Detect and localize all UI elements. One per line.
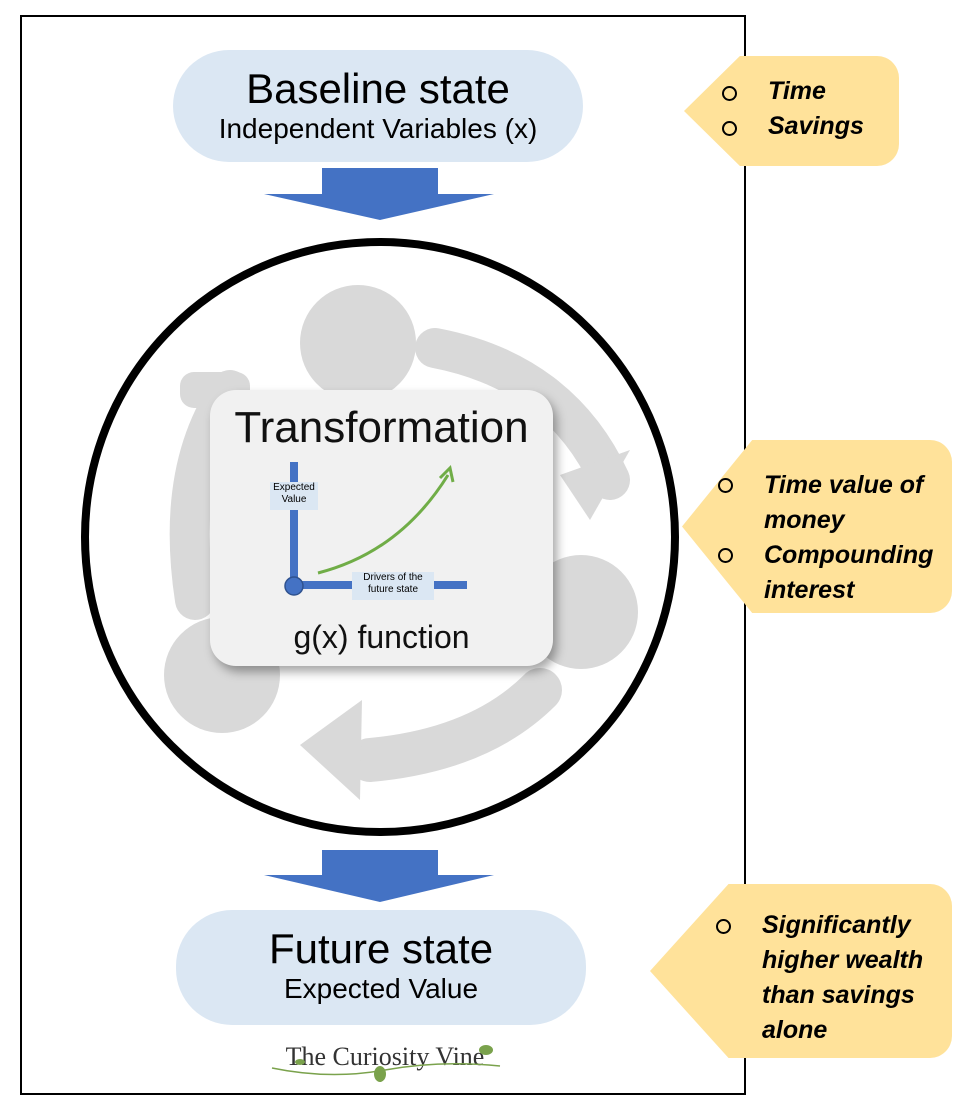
- bullet-icon: [722, 86, 737, 101]
- future-title: Future state: [268, 925, 494, 972]
- down-arrow-icon: [264, 168, 494, 220]
- tag-item: Time: [768, 77, 826, 105]
- function-label: g(x) function: [293, 619, 470, 655]
- mini-x-label: Drivers of the future state: [352, 572, 434, 600]
- curiosity-vine-logo: The Curiosity Vine: [285, 1042, 485, 1071]
- tag-item: Compounding interest: [764, 541, 934, 604]
- baseline-subtitle: Independent Variables (x): [218, 113, 538, 144]
- down-arrow-icon: [264, 850, 494, 902]
- mini-y-label: Expected Value: [270, 482, 318, 510]
- future-subtitle: Expected Value: [283, 973, 479, 1004]
- bullet-icon: [718, 478, 733, 493]
- tag-item: Time value of money: [764, 471, 924, 534]
- baseline-state-pill: Baseline state Independent Variables (x): [173, 50, 583, 162]
- baseline-title: Baseline state: [246, 65, 510, 112]
- bullet-icon: [722, 121, 737, 136]
- bullet-icon: [716, 919, 731, 934]
- future-state-pill: Future state Expected Value: [176, 910, 586, 1025]
- tag-item: Savings: [768, 112, 864, 140]
- bullet-icon: [718, 548, 733, 563]
- tag-item: Significantly higher wealth than savings…: [762, 911, 924, 1044]
- transformation-circle: [81, 238, 679, 836]
